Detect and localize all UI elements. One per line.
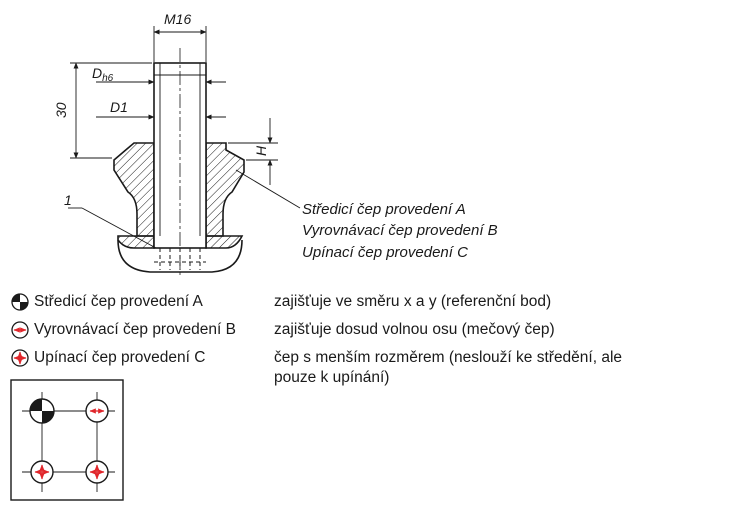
dim-length-label: 30: [53, 102, 69, 118]
legend-name-a: Středicí čep provedení A: [34, 293, 203, 310]
centering-pin-icon: [11, 293, 29, 311]
legend-desc-b: zajišťuje dosud volnou osu (mečový čep): [274, 321, 555, 338]
dim-height-label: H: [253, 145, 269, 156]
callout-number: 1: [64, 192, 72, 208]
legend-name-c: Upínací čep provedení C: [34, 349, 206, 366]
callout-text-c: Upínací čep provedení C: [302, 244, 468, 261]
clamping-pin-icon: [85, 460, 109, 484]
dim-thread-label: M16: [164, 11, 191, 27]
dim-dh6-label: Dh6: [92, 65, 114, 84]
callout-text-b: Vyrovnávací čep provedení B: [302, 222, 498, 239]
legend-desc-a: zajišťuje ve směru x a y (referenční bod…: [274, 293, 552, 310]
right-lobe-hatch: [205, 235, 244, 249]
left-wall-hatch: [113, 142, 155, 237]
left-lobe-hatch: [117, 235, 155, 249]
layout-diagram: [10, 379, 124, 501]
clamping-pin-icon: [30, 460, 54, 484]
right-wall-hatch: [205, 142, 245, 237]
legend-row-c: Upínací čep provedení C čep s menším roz…: [10, 348, 624, 388]
centering-pin-icon: [29, 398, 55, 424]
pin-section: [113, 48, 245, 278]
dimensions: [68, 26, 301, 249]
base-body: [117, 239, 243, 273]
legend-row-a: Středicí čep provedení A zajišťuje ve sm…: [10, 292, 624, 312]
callout-text-a: Středicí čep provedení A: [302, 201, 466, 218]
legend-row-b: Vyrovnávací čep provedení B zajišťuje do…: [10, 320, 624, 340]
aligning-pin-icon: [85, 399, 109, 423]
aligning-pin-icon: [11, 321, 29, 339]
dim-d1-label: D1: [110, 99, 128, 115]
legend-desc-c: čep s menším rozměrem (neslouží ke střed…: [274, 349, 623, 386]
legend-name-b: Vyrovnávací čep provedení B: [34, 321, 236, 338]
clamping-pin-icon: [11, 349, 29, 367]
